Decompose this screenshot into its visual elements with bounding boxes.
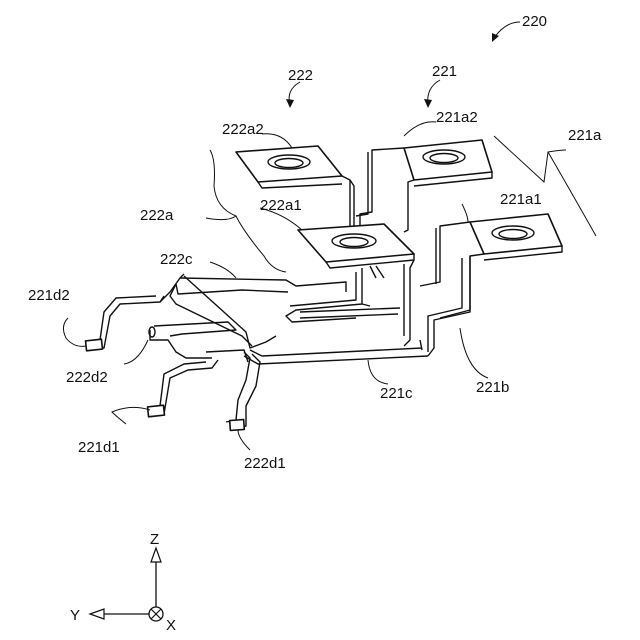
- label-222d1: 222d1: [244, 455, 286, 472]
- plate-221a1: [470, 214, 562, 254]
- terminal-222: [176, 146, 414, 346]
- plate-221a2: [404, 140, 492, 180]
- axes-indicator: Z Y X: [70, 531, 176, 634]
- label-222a: 222a: [140, 207, 174, 224]
- label-221d2: 221d2: [28, 287, 70, 304]
- part-221c: [244, 356, 428, 364]
- label-221a1: 221a1: [500, 191, 542, 208]
- axis-y-label: Y: [70, 607, 80, 624]
- label-221d1: 221d1: [78, 439, 120, 456]
- label-222a2: 222a2: [222, 121, 264, 138]
- label-221: 221: [432, 63, 457, 80]
- label-221a2: 221a2: [436, 109, 478, 126]
- label-221c: 221c: [380, 385, 413, 402]
- label-221b: 221b: [476, 379, 509, 396]
- part-222c: [286, 268, 362, 322]
- label-222c: 222c: [160, 251, 193, 268]
- label-222: 222: [288, 67, 313, 84]
- axis-x-label: X: [166, 617, 176, 634]
- label-222a1: 222a1: [260, 197, 302, 214]
- part-221b: [428, 256, 470, 356]
- leads: [86, 274, 276, 430]
- label-222d2: 222d2: [66, 369, 108, 386]
- label-221a: 221a: [568, 127, 602, 144]
- label-220: 220: [522, 13, 547, 30]
- plate-222a1: [298, 224, 414, 262]
- plate-222a2: [236, 146, 342, 182]
- axis-z-label: Z: [150, 531, 159, 548]
